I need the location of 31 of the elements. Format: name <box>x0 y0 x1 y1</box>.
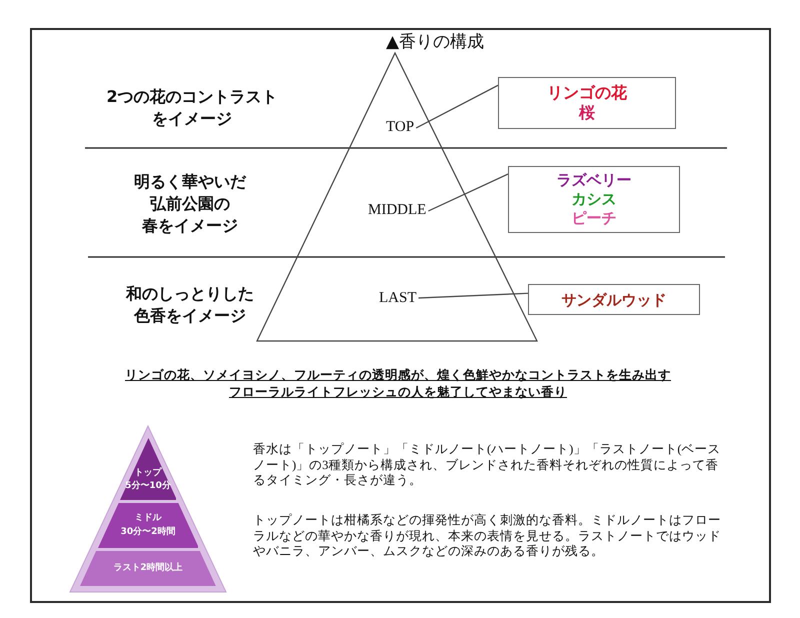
tier-text: 5分〜10分 <box>125 480 171 493</box>
row-description: 2つの花のコントラストをイメージ <box>106 86 278 130</box>
mini-pyramid <box>70 426 226 592</box>
note-name: カシス <box>572 190 616 209</box>
description-paragraph: 香水は「トップノート」「ミドルノート(ハートノート)」「ラストノート(ベースノート)」の3種類から構成され、ブレンドされた香料それぞれの性質によって香るタイミング・長さが違う。 <box>253 442 722 488</box>
tier-label: MIDDLE <box>368 200 426 220</box>
tier-text: ラスト2時間以上 <box>113 561 183 575</box>
diagram-title: ▲香りの構成 <box>386 31 484 53</box>
tagline: リンゴの花、ソメイヨシノ、フルーティの透明感が、煌く色鮮やかなコントラストを生み出すフローラルライトフレッシュの人を魅了してやまない香り <box>125 366 671 400</box>
leader-line <box>418 292 528 299</box>
tier-text: 30分〜2時間 <box>120 525 176 539</box>
tier-text: ミドル <box>134 512 162 525</box>
note-name: ラズベリー <box>556 171 632 190</box>
tier-text: トップ <box>134 467 162 480</box>
notes-box <box>508 166 680 233</box>
pyramid-tier <box>80 551 216 586</box>
tier-label: LAST <box>379 288 416 308</box>
note-name: 桜 <box>579 103 595 123</box>
tier-label: TOP <box>386 117 414 137</box>
note-name: サンダルウッド <box>562 290 666 310</box>
leader-line <box>416 84 498 129</box>
notes-box <box>528 284 700 315</box>
notes-box <box>498 77 676 129</box>
note-name: リンゴの花 <box>547 83 627 103</box>
row-description: 明るく華やいだ弘前公園の春をイメージ <box>134 171 246 237</box>
pyramid-tier <box>98 503 198 548</box>
description-paragraph: トップノートは柑橘系などの揮発性が高く刺激的な香料。ミドルノートはフローラルなどの華やかな香りが現れ、本来の表情を見せる。ラストノートではウッドやバニラ、アンバー、ムスクなどの深みのある香りが残る。 <box>253 513 722 560</box>
row-description: 和のしっとりした色香をイメージ <box>126 283 254 327</box>
leader-line <box>428 174 508 212</box>
note-name: ピーチ <box>572 209 616 228</box>
pyramid-tier <box>120 438 176 500</box>
